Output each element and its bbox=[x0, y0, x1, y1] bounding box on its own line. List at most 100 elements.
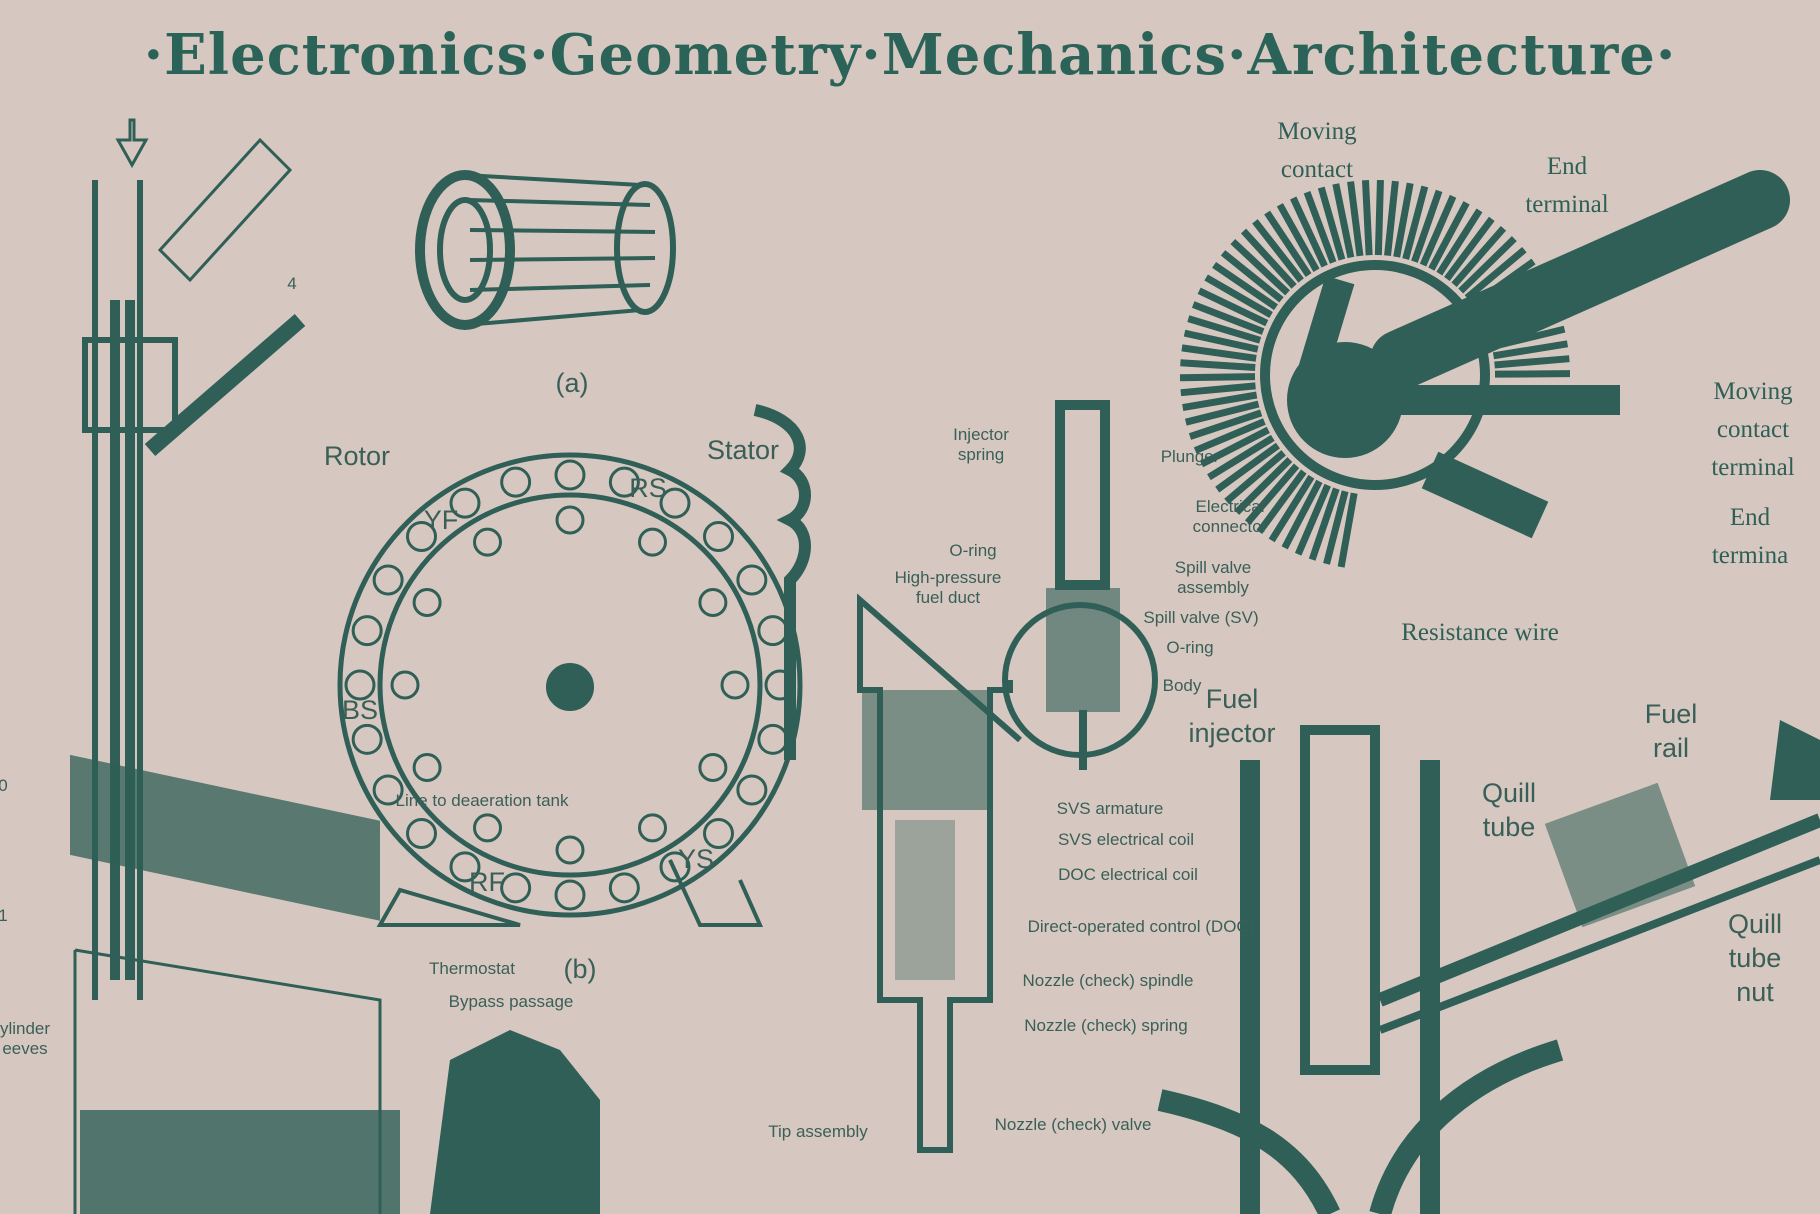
resistance-wire-turn bbox=[1234, 457, 1293, 515]
label-quill-tube-nut: Quill tube nut bbox=[1727, 909, 1782, 1007]
label-spill-valve-sv: Spill valve (SV) bbox=[1143, 608, 1259, 627]
label-svs-armature: SVS armature bbox=[1056, 799, 1164, 818]
resistance-wire-turn bbox=[1179, 373, 1256, 382]
resistance-wire-turn bbox=[1294, 483, 1331, 556]
rotor-stator-drawing bbox=[337, 404, 811, 927]
resistance-wire-turn bbox=[1224, 450, 1286, 505]
label-ys: YS bbox=[677, 844, 715, 874]
resistance-wire-turn bbox=[1184, 400, 1260, 426]
label-body: Body bbox=[1162, 676, 1202, 695]
label-doc-electrical-coil: DOC electrical coil bbox=[1058, 865, 1198, 884]
label-nozzle-spindle: Nozzle (check) spindle bbox=[1022, 971, 1194, 990]
resistance-wire-turn bbox=[1290, 196, 1328, 268]
resistance-wire-turn bbox=[1428, 201, 1470, 271]
label-moving-contact-terminal: Moving contact terminal bbox=[1711, 378, 1795, 481]
resistance-wire-turn bbox=[1281, 479, 1323, 550]
resistance-wire-turn bbox=[1464, 246, 1527, 301]
label-nozzle-spring: Nozzle (check) spring bbox=[1024, 1016, 1188, 1035]
label-fuel-rail: Fuel rail bbox=[1644, 699, 1698, 763]
resistance-wire-turn bbox=[1276, 203, 1320, 272]
slot-hole bbox=[757, 615, 789, 647]
label-plunger: Plunger bbox=[1160, 447, 1220, 466]
slot-hole bbox=[500, 872, 532, 904]
slot-hole bbox=[390, 670, 420, 700]
resistance-wire-turn bbox=[1323, 490, 1349, 565]
resistance-wire-turn bbox=[1374, 179, 1384, 256]
resistance-wire-turn bbox=[1317, 186, 1346, 261]
resistance-wire-turn bbox=[1240, 228, 1297, 289]
slot-hole bbox=[638, 527, 667, 557]
resistance-wire-turn bbox=[1337, 492, 1358, 568]
resistance-wire-turn bbox=[1180, 359, 1256, 371]
label-yf: YF bbox=[423, 505, 459, 535]
resistance-wire-turn bbox=[1180, 382, 1256, 397]
resistance-wire-turn bbox=[1458, 236, 1517, 294]
label-rf: RF bbox=[469, 867, 505, 897]
resistance-wire-turn bbox=[1393, 182, 1414, 258]
slot-hole bbox=[554, 459, 586, 491]
slot-hole bbox=[351, 723, 383, 755]
resistance-wire-turn bbox=[1361, 180, 1373, 256]
resistance-wire-turn bbox=[1384, 180, 1399, 257]
resistance-wire-turn bbox=[1193, 418, 1266, 454]
resistance-wire-turn bbox=[1187, 315, 1262, 344]
resistance-wire-turn bbox=[1444, 216, 1495, 282]
label-bs: BS bbox=[341, 695, 379, 725]
resistance-wire-turn bbox=[1419, 194, 1457, 267]
page-title: ·Electronics·Geometry·Mechanics·Architec… bbox=[143, 22, 1677, 88]
slot-hole bbox=[698, 588, 728, 617]
label-high-pressure-fuel-duct: High-pressure fuel duct bbox=[894, 568, 1002, 607]
label-rs: RS bbox=[629, 473, 667, 503]
label-injector-spring: Injector spring bbox=[953, 425, 1009, 464]
slot-hole bbox=[372, 564, 404, 596]
slot-hole bbox=[406, 521, 438, 553]
resistance-wire-turn bbox=[1188, 409, 1263, 440]
resistance-wire-turn bbox=[1207, 434, 1275, 481]
label-end-terminal: End terminal bbox=[1525, 153, 1609, 218]
label-quill-tube: Quill tube bbox=[1481, 778, 1537, 842]
resistance-wire-turn bbox=[1183, 329, 1259, 353]
resistance-wire-turn bbox=[1308, 487, 1340, 561]
slot-hole bbox=[412, 588, 442, 617]
resistance-wire-turn bbox=[1492, 340, 1569, 360]
label-electrical-connector: Electrical connector bbox=[1192, 497, 1268, 536]
resistance-wire-turn bbox=[1436, 208, 1483, 276]
resistance-wire-turn bbox=[1212, 261, 1278, 311]
slot-hole bbox=[554, 879, 586, 911]
label-thermostat: Thermostat bbox=[429, 959, 515, 978]
slot-hole bbox=[473, 813, 502, 843]
resistance-wire-turn bbox=[1204, 274, 1273, 319]
resistance-wire-turn bbox=[1332, 183, 1355, 259]
slot-hole bbox=[344, 669, 376, 701]
slot-hole bbox=[659, 851, 691, 883]
slot-hole bbox=[555, 835, 585, 865]
resistance-wire-turn bbox=[1347, 181, 1364, 257]
label-direct-operated-control: Direct-operated control (DOC) bbox=[1027, 917, 1255, 936]
label-resistance-wire: Resistance wire bbox=[1401, 619, 1559, 646]
resistance-wire-turn bbox=[1244, 463, 1300, 525]
label-1: 1 bbox=[0, 906, 8, 925]
slot-hole bbox=[449, 487, 481, 519]
slot-hole bbox=[449, 851, 481, 883]
resistance-wire-turn bbox=[1268, 474, 1315, 543]
slot-hole bbox=[500, 466, 532, 498]
label-line-to-deaeration-tank: Line to deaeration tank bbox=[395, 791, 569, 810]
injector-drawing-left bbox=[70, 118, 600, 1214]
resistance-wire-turn bbox=[1494, 355, 1570, 369]
label-bypass-passage: Bypass passage bbox=[448, 992, 574, 1011]
slot-hole bbox=[608, 466, 640, 498]
label-fig-a: (a) bbox=[555, 368, 589, 398]
slot-hole bbox=[638, 813, 667, 843]
label-tip-assembly: Tip assembly bbox=[768, 1122, 868, 1141]
resistance-wire-turn bbox=[1252, 219, 1304, 283]
resistance-wire-turn bbox=[1402, 185, 1429, 260]
resistance-wire-turn bbox=[1191, 301, 1265, 335]
slot-hole bbox=[736, 564, 768, 596]
slot-hole bbox=[736, 774, 768, 806]
label-cylinder-sleeves: ylinder eeves bbox=[0, 1019, 51, 1058]
label-svs-electrical-coil: SVS electrical coil bbox=[1057, 830, 1195, 849]
slot-hole bbox=[406, 817, 438, 849]
resistance-wire-turn bbox=[1411, 189, 1443, 263]
slot-hole bbox=[555, 505, 585, 535]
